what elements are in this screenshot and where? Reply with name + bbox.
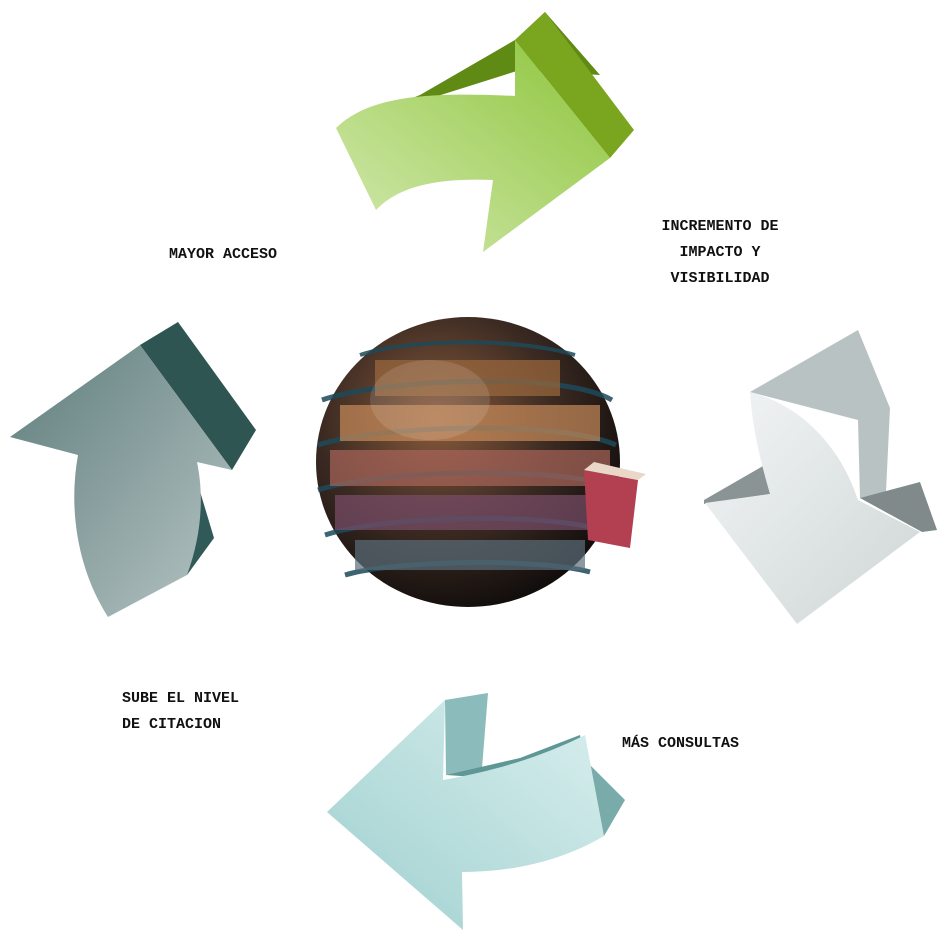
label-incremento-line-1: INCREMENTO DE <box>661 218 779 235</box>
globe-bookshelf-icon <box>316 317 646 607</box>
label-sube-nivel-line-2: DE CITACION <box>122 716 222 733</box>
green-arrow <box>336 12 634 252</box>
label-mayor-acceso-text: MAYOR ACCESO <box>168 246 278 263</box>
label-mayor-acceso: MAYOR ACCESO <box>118 242 328 268</box>
label-mas-consultas-text: MÁS CONSULTAS <box>622 735 740 752</box>
label-incremento-impacto: INCREMENTO DE IMPACTO Y VISIBILIDAD <box>615 214 825 292</box>
label-sube-nivel: SUBE EL NIVEL DE CITACION <box>122 686 322 738</box>
label-incremento-line-2: IMPACTO Y <box>679 244 761 261</box>
label-mas-consultas: MÁS CONSULTAS <box>622 731 822 757</box>
label-sube-nivel-line-1: SUBE EL NIVEL <box>122 690 240 707</box>
light-gray-arrow <box>704 330 937 624</box>
teal-arrow <box>327 693 625 930</box>
dark-teal-arrow <box>10 322 256 617</box>
label-incremento-line-3: VISIBILIDAD <box>670 270 770 287</box>
